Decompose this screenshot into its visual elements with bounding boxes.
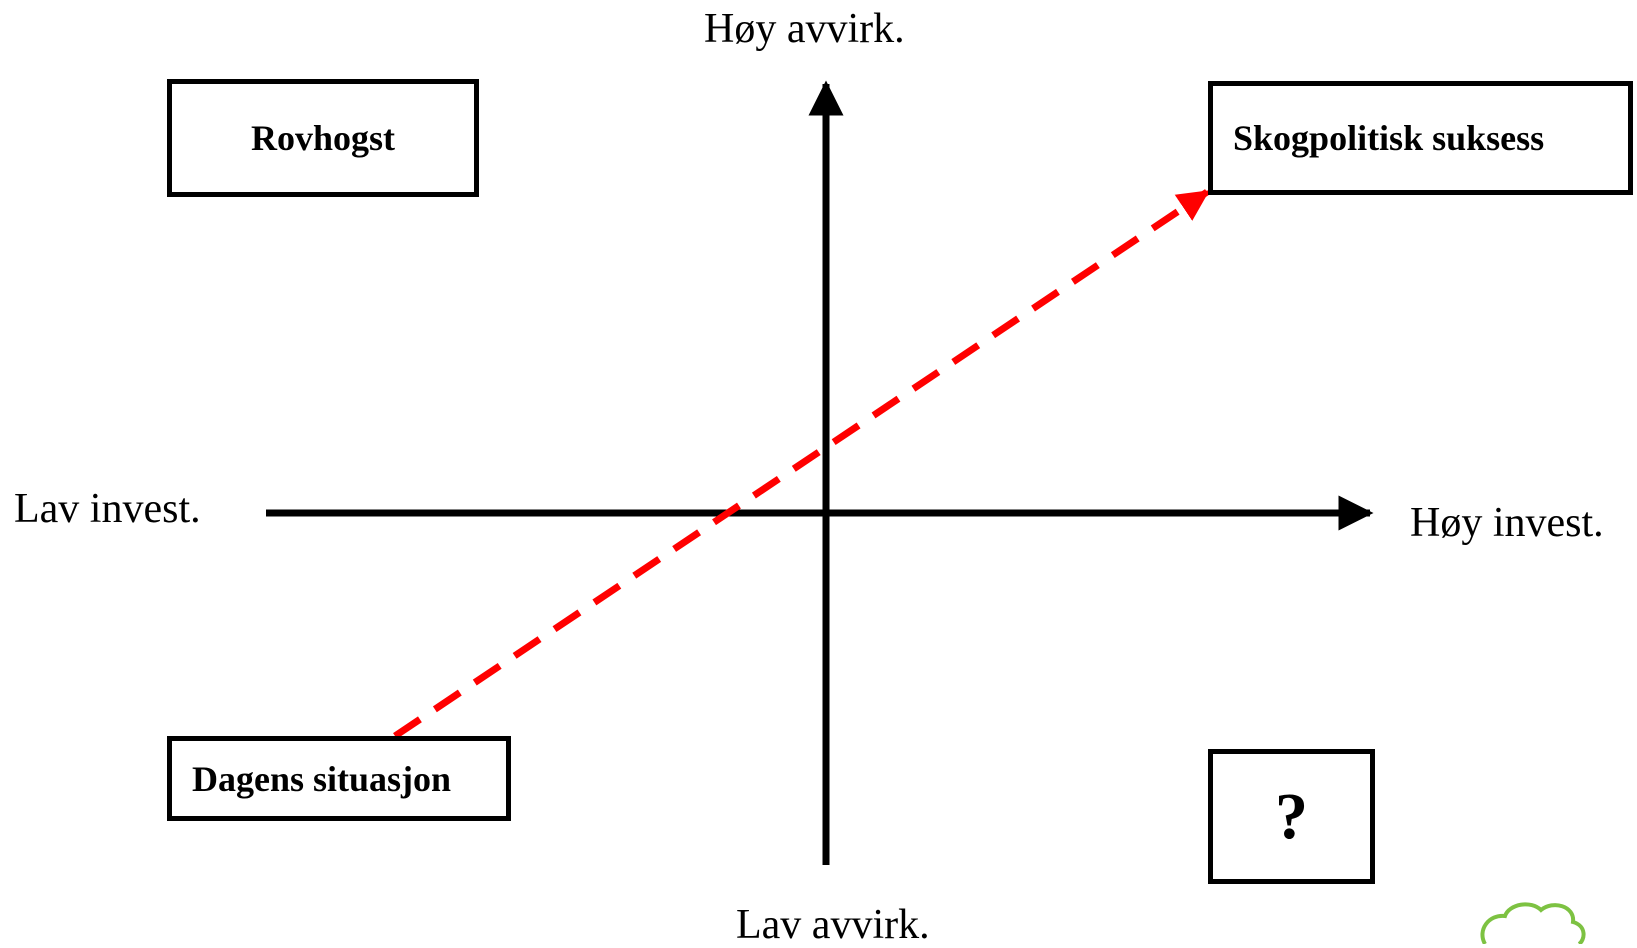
quadrant-label-bottom-left: Dagens situasjon (192, 758, 452, 799)
tree-logo-icon (1480, 902, 1586, 944)
quadrant-box-top-left: Rovhogst (167, 79, 479, 197)
axis-label-low-investment: Lav invest. (14, 486, 201, 532)
trajectory-arrow (393, 189, 1210, 739)
quadrant-box-top-right: Skogpolitisk suksess (1208, 81, 1633, 195)
quadrant-label-top-left: Rovhogst (250, 118, 396, 158)
quadrant-box-bottom-left: Dagens situasjon (167, 736, 511, 821)
quadrant-box-bottom-right: ? (1208, 749, 1375, 884)
axis-label-high-investment: Høy invest. (1410, 500, 1604, 546)
quadrant-label-top-right: Skogpolitisk suksess (1233, 118, 1545, 158)
quadrant-label-bottom-right: ? (1275, 779, 1308, 853)
axis-label-low-harvest: Lav avvirk. (736, 902, 930, 948)
axis-label-high-harvest: Høy avvirk. (704, 6, 905, 52)
